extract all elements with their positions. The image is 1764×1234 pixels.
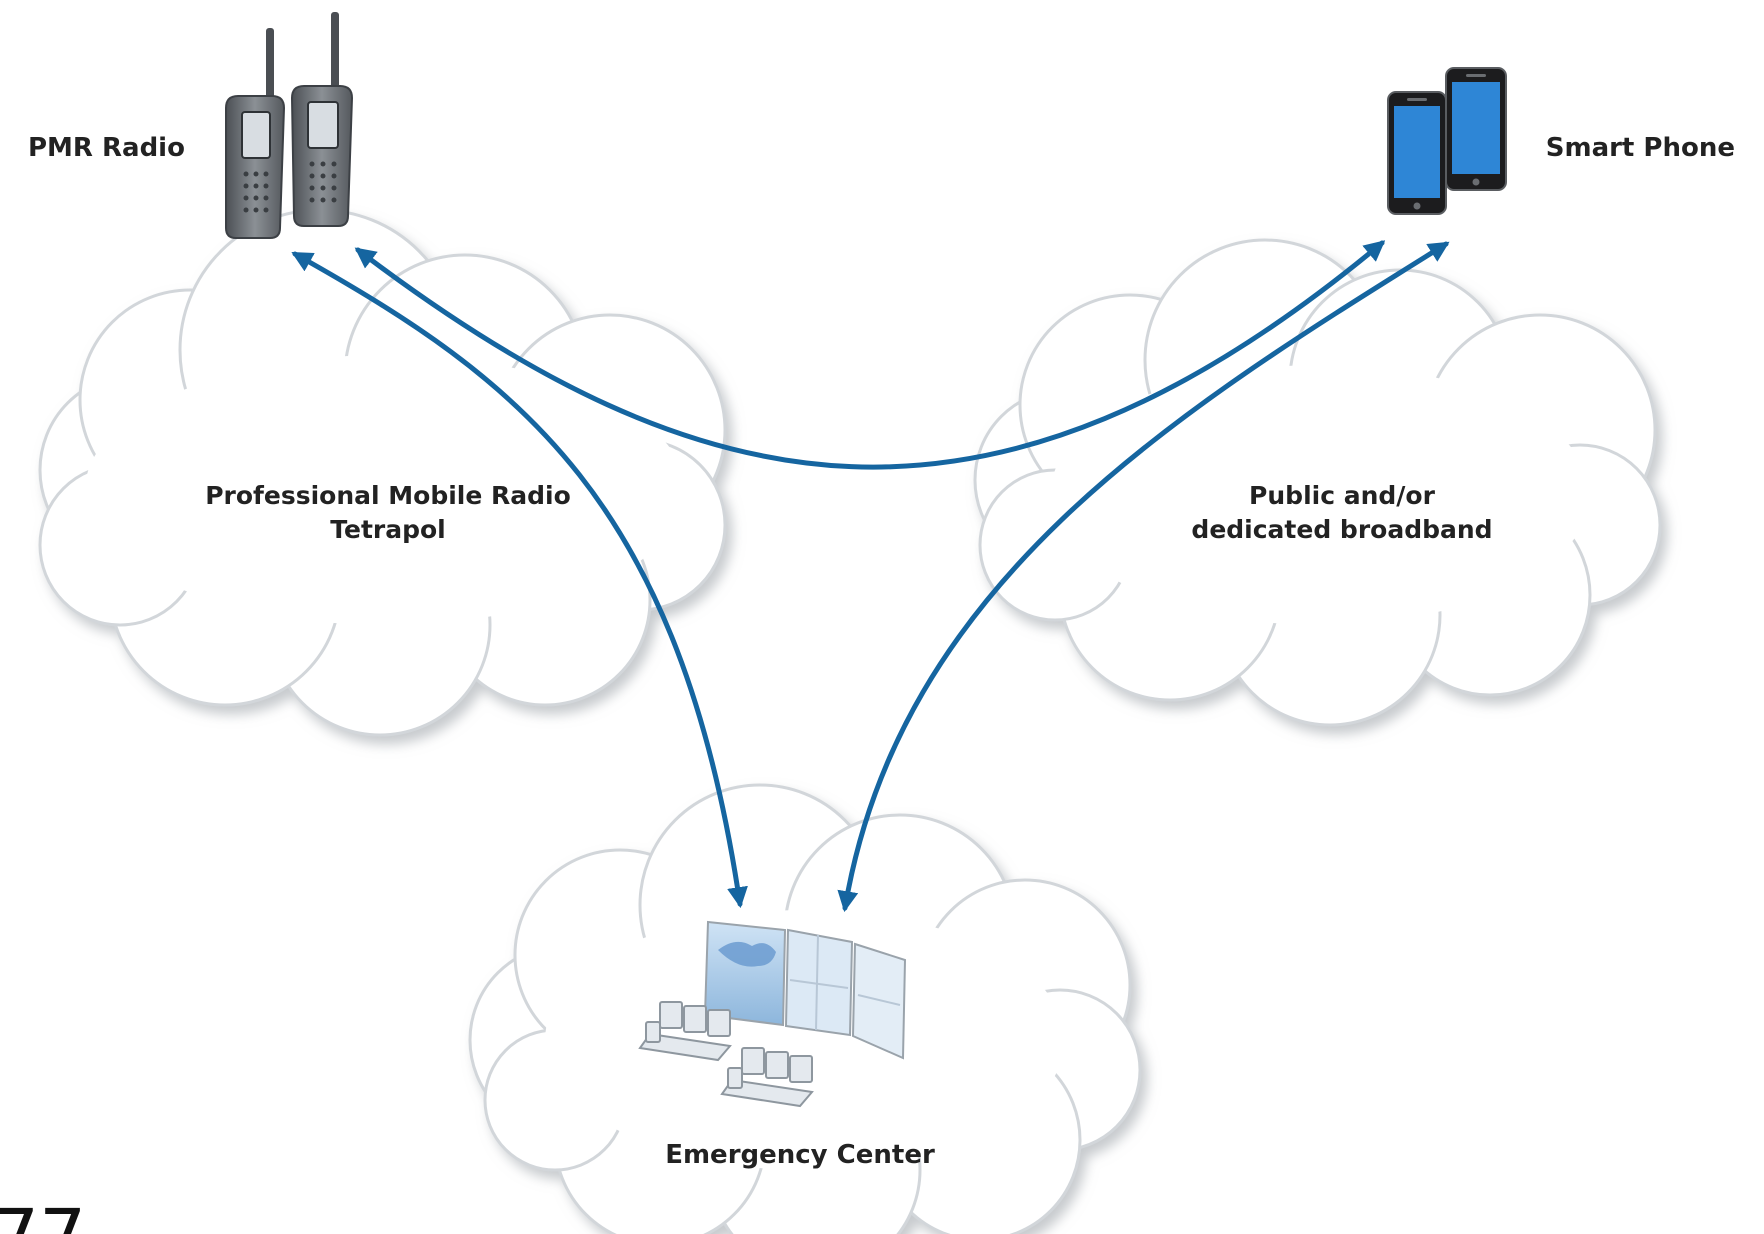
- walkie-talkie-icon: [225, 12, 354, 239]
- emergency-center-cloud: [468, 783, 1142, 1234]
- smartphone-icon: [1387, 67, 1507, 215]
- pmr-network-label-line1: Professional Mobile Radio: [205, 481, 571, 510]
- emergency-center-label: Emergency Center: [665, 1140, 935, 1170]
- pmr-radio-label: PMR Radio: [28, 133, 185, 163]
- arrow-radio-to-center: [291, 251, 748, 909]
- pmr-network-label-line2: Tetrapol: [330, 515, 445, 544]
- connection-arrows: [291, 240, 1450, 913]
- pmr-network-cloud: [38, 208, 727, 737]
- smart-phone-label: Smart Phone: [1546, 133, 1735, 163]
- arrow-phone-to-center: [837, 241, 1450, 913]
- broadband-network-label-line1: Public and/or: [1249, 481, 1436, 510]
- broadband-network-label-line2: dedicated broadband: [1191, 515, 1492, 544]
- control-room-icon: [638, 920, 907, 1108]
- corner-mark: 77: [0, 1194, 86, 1234]
